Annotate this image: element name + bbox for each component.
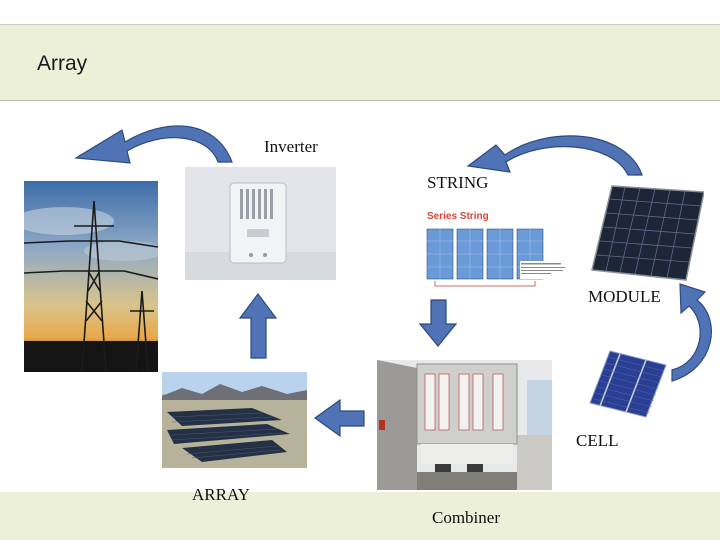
title-band: [0, 24, 720, 101]
solar-module-photo: [590, 182, 704, 282]
module-label: MODULE: [588, 287, 661, 306]
inverter-photo: [185, 167, 336, 280]
power-tower-photo: [24, 181, 158, 372]
curved-arrow-cell-to-module: [671, 283, 712, 382]
string-label: STRING: [427, 173, 489, 192]
inverter-label: Inverter: [264, 137, 318, 156]
curved-arrow-inverter-to-grid: [74, 125, 233, 164]
combiner-label: Combiner: [432, 508, 500, 527]
slide-title: Array: [37, 52, 88, 75]
series-string-diagram: Series String: [425, 205, 570, 290]
curved-arrow-module-to-string: [466, 135, 643, 176]
array-label: ARRAY: [192, 485, 250, 504]
footer-band: [0, 492, 720, 540]
series-string-caption: Series String: [427, 211, 489, 222]
cell-label: CELL: [576, 431, 619, 450]
combiner-box-photo: [377, 360, 552, 490]
arrow-array-to-inverter: [238, 293, 278, 359]
arrow-string-to-combiner: [418, 299, 458, 347]
arrow-combiner-to-array: [313, 398, 365, 438]
solar-array-field-photo: [162, 372, 307, 468]
solar-cell-photo: [582, 347, 670, 421]
